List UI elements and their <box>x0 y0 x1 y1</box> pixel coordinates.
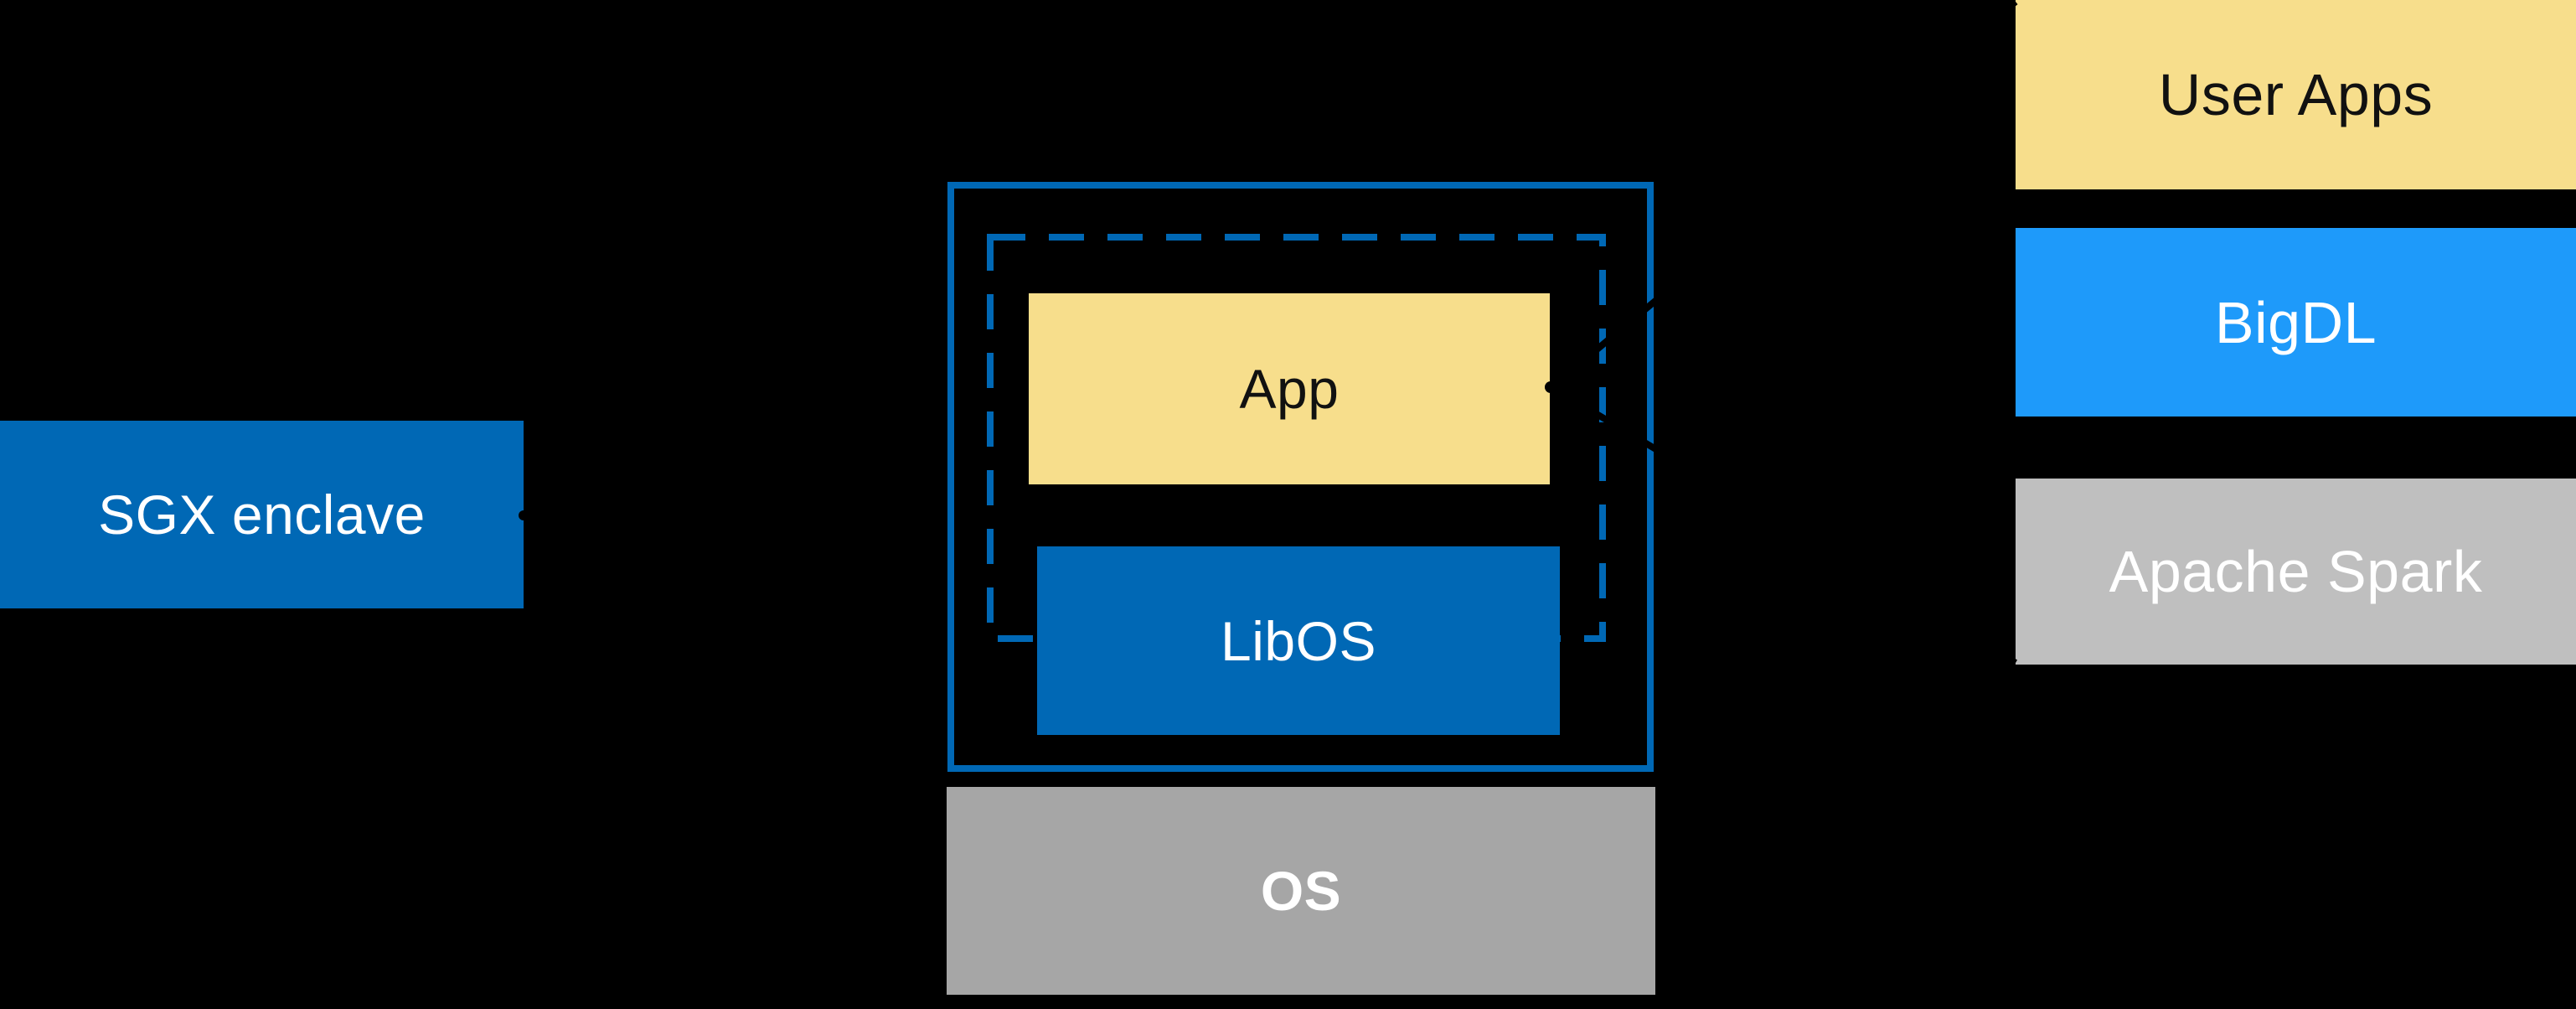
app-box: App <box>1029 293 1550 484</box>
sgx-enclave-box: SGX enclave <box>0 421 524 608</box>
wedge-line-top <box>1549 0 2018 391</box>
os-box: OS <box>947 787 1655 995</box>
stack-bigdl-label: BigDL <box>2214 289 2377 355</box>
stack-user-apps-box: User Apps <box>2016 0 2576 189</box>
wedge-line-bottom <box>1549 384 2018 666</box>
stack-apache-spark-label: Apache Spark <box>2109 539 2483 604</box>
sgx-callout-end-dot <box>890 510 900 520</box>
sgx-enclave-label: SGX enclave <box>98 484 426 546</box>
stack-user-apps-label: User Apps <box>2158 62 2434 127</box>
app-label: App <box>1239 358 1340 420</box>
libos-box: LibOS <box>1037 546 1560 735</box>
stack-apache-spark-box: Apache Spark <box>2016 479 2576 665</box>
os-label: OS <box>1260 860 1342 922</box>
libos-label: LibOS <box>1221 609 1376 672</box>
stack-bigdl-box: BigDL <box>2016 228 2576 417</box>
